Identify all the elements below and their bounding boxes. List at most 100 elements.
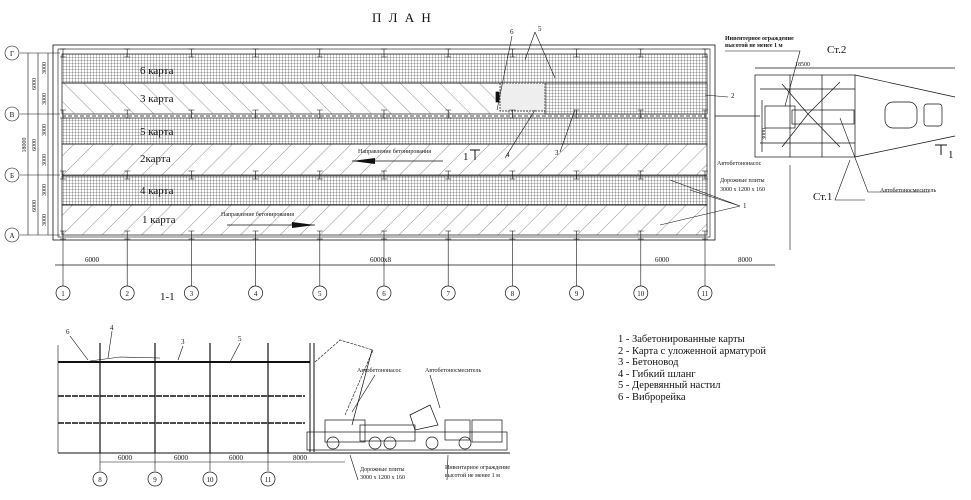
column-mark-icon [509, 48, 516, 58]
section-fence-label: Инвентарное ограждение [445, 465, 510, 471]
direction-label: Направление бетонирования [221, 211, 294, 218]
column-mark-icon [637, 109, 644, 119]
column-mark-icon [573, 170, 580, 180]
column-mark-icon [60, 109, 66, 119]
plan-strips [61, 53, 708, 236]
axis-bubble [440, 285, 456, 301]
column-mark-icon [702, 109, 708, 119]
dim-last: 6000 [655, 256, 670, 264]
column-mark-icon [316, 48, 323, 58]
map-label: 6 карта [140, 65, 174, 77]
column-mark-icon [509, 109, 516, 119]
section-axis-label: 10 [207, 476, 215, 484]
map-label: 4 карта [140, 185, 174, 197]
column-mark-icon [573, 230, 580, 240]
axis-bubble [505, 285, 520, 301]
concrete-pour-zone [499, 82, 546, 112]
row-axis-label: А [9, 232, 14, 240]
column-mark-icon [381, 109, 387, 119]
column-mark-icon [509, 230, 516, 240]
column-mark-icon [316, 109, 323, 119]
pump-label: Автобетононасос [717, 160, 762, 167]
section-callout-3: 3 [181, 338, 185, 346]
direction-arrows: Направление бетонирования Направление бе… [221, 148, 480, 228]
section-callout-5: 5 [238, 335, 242, 343]
column-mark-icon [124, 170, 131, 180]
column-mark-icon [188, 109, 195, 119]
section-fence-label: высотой не менее 1 м [445, 472, 500, 479]
axis-bubble [55, 285, 71, 301]
column-mark-icon [124, 109, 131, 119]
axis-bubble [248, 285, 263, 301]
callout-6: 6 [510, 28, 514, 36]
row-axis-label: Г [10, 50, 14, 58]
dim-pair: 6000 [32, 139, 38, 151]
column-mark-icon [316, 230, 323, 240]
legend-item: 5 - Деревянный настил [618, 380, 721, 391]
callout-1: 1 [743, 202, 747, 210]
column-mark-icon [573, 48, 580, 58]
dim-strip: 3000 [42, 184, 48, 196]
vibro-screed-mark [495, 91, 500, 103]
callout-2: 2 [731, 92, 735, 100]
plan-callout-lines [496, 31, 741, 226]
section-plates-size: 3000 х 1200 х 160 [360, 475, 405, 481]
dim-strip: 3000 [42, 154, 48, 166]
column-mark-icon [381, 230, 387, 240]
column-mark-icon [445, 170, 452, 180]
height-dim: 3000 [762, 128, 768, 140]
section-trucks [306, 349, 508, 451]
column-axis-label: 9 [575, 290, 579, 298]
axis-bubble [376, 285, 392, 301]
pump-truck [324, 419, 366, 443]
column-mark-icon [702, 48, 708, 58]
column-axis-label: 5 [318, 290, 322, 298]
section-axis-label: 9 [153, 476, 157, 484]
column-axis-label: 10 [637, 290, 645, 298]
column-mark-icon [252, 109, 259, 119]
column-mark-icon [188, 170, 195, 180]
pump-truck-body [791, 109, 855, 125]
map-label: 2карта [140, 153, 171, 165]
direction-label: Направление бетонирования [358, 148, 431, 155]
legend-item: 4 - Гибкий шланг [618, 368, 696, 380]
column-axis-label: 8 [511, 290, 515, 298]
section-mark: 1 [948, 149, 954, 161]
map-2-strip [61, 143, 708, 176]
column-mark-icon [188, 230, 195, 240]
column-mark-icon [60, 230, 66, 240]
map-label: 5 карта [140, 126, 174, 138]
column-mark-icon [60, 170, 66, 180]
column-mark-icon [637, 48, 644, 58]
section-dim: 8000 [293, 454, 308, 462]
column-mark-icon [445, 230, 452, 240]
column-mark-icon [445, 109, 452, 119]
column-mark-icon [252, 230, 259, 240]
row-axes [4, 45, 60, 243]
mixer-cab [923, 103, 943, 127]
column-axis-label: 3 [190, 290, 194, 298]
map-label: 3 карта [140, 93, 174, 105]
column-mark-icon [637, 230, 644, 240]
axis-bubble [92, 471, 108, 487]
section-pump-label: Автобетононасос [357, 367, 402, 374]
row-axis-label: Б [10, 172, 14, 180]
column-mark-icon [252, 48, 259, 58]
st2-label: Ст.2 [827, 44, 846, 56]
legend-item: 3 - Бетоновод [618, 357, 679, 368]
map-5-strip [61, 117, 708, 145]
mixer-cab [471, 419, 503, 443]
axis-bubble [312, 285, 328, 301]
st1-label: Ст.1 [813, 191, 832, 203]
column-axis-label: 1 [61, 290, 65, 298]
column-mark-icon [316, 170, 323, 180]
column-mark-icon [381, 170, 387, 180]
dim-strip: 3000 [42, 124, 48, 136]
legend-item: 6 - Виброрейка [618, 391, 686, 403]
mixer-drum [409, 404, 439, 431]
map-3-reinforced-part [544, 82, 708, 115]
legend: 1 - Забетонированные карты 2 - Карта с у… [618, 334, 766, 403]
dim-middle: 6000х8 [370, 256, 392, 264]
column-mark-icon [124, 48, 131, 58]
